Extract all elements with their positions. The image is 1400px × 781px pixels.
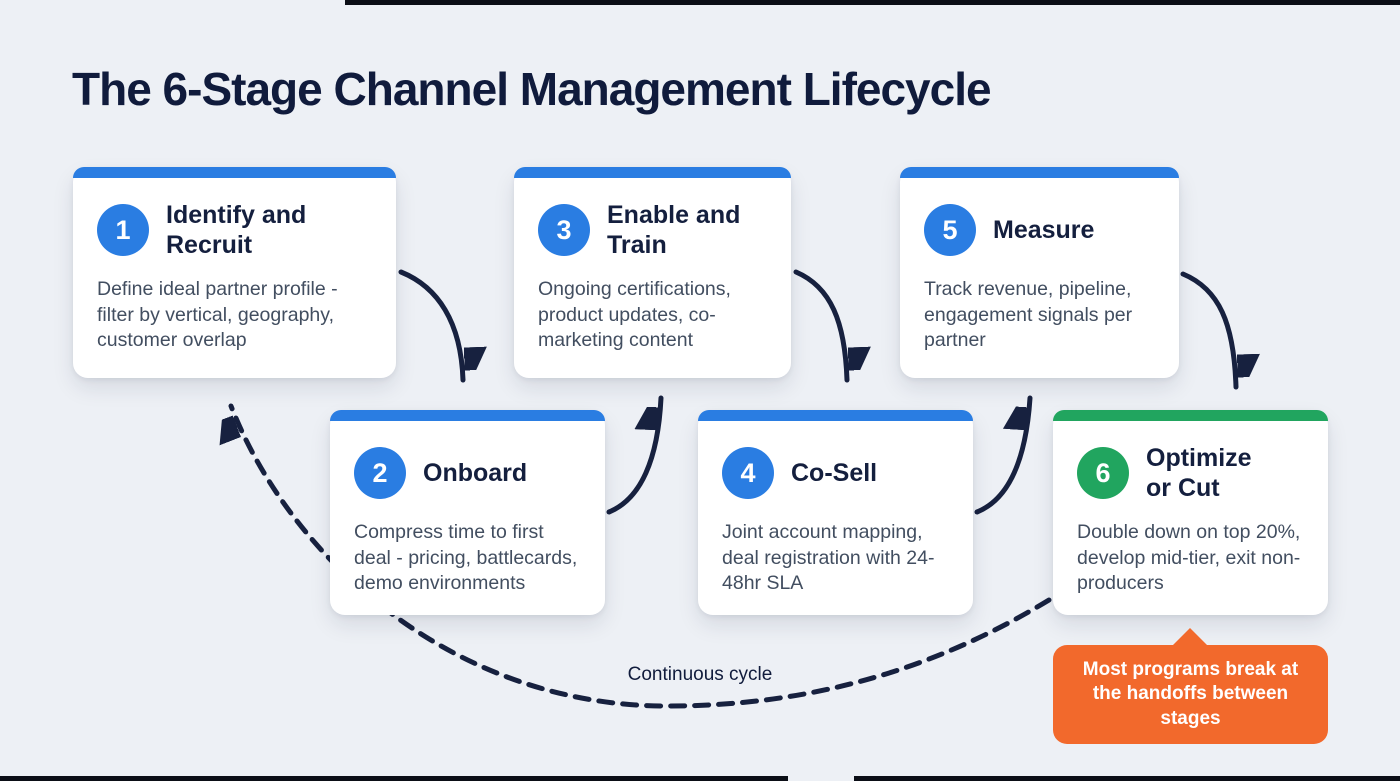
handoffs-callout: Most programs break at the handoffs betw… xyxy=(1053,645,1328,744)
bottom-left-edge-bar xyxy=(0,776,788,781)
card-accent-bar xyxy=(73,167,396,178)
stage-title: Identify and Recruit xyxy=(166,200,307,260)
stage-card-4: 4 Co-Sell Joint account mapping, deal re… xyxy=(698,410,973,615)
arrow-stage2-to-stage3 xyxy=(606,395,664,515)
arrow-stage5-to-stage6 xyxy=(1180,271,1236,390)
card-accent-bar xyxy=(1053,410,1328,421)
stage-number-badge: 5 xyxy=(924,204,976,256)
stage-description: Define ideal partner profile - filter by… xyxy=(97,278,338,352)
stage-card-1: 1 Identify and Recruit Define ideal part… xyxy=(73,167,396,378)
stage-description: Compress time to first deal - pricing, b… xyxy=(354,521,578,595)
stage-description: Double down on top 20%, develop mid-tier… xyxy=(1077,521,1301,595)
continuous-cycle-label: Continuous cycle xyxy=(627,664,773,685)
arrow-stage3-to-stage4 xyxy=(793,269,847,383)
stage-card-2: 2 Onboard Compress time to first deal - … xyxy=(330,410,605,615)
stage-title: Measure xyxy=(993,215,1095,244)
stage-title: Onboard xyxy=(423,458,528,487)
stage-number-badge: 6 xyxy=(1077,447,1129,499)
stage-description: Track revenue, pipeline, engagement sign… xyxy=(924,278,1133,352)
arrow-stage1-to-stage2 xyxy=(398,269,463,383)
card-accent-bar xyxy=(698,410,973,421)
stage-number-badge: 4 xyxy=(722,447,774,499)
stage-title: Optimize or Cut xyxy=(1146,443,1252,503)
stage-card-6: 6 Optimize or Cut Double down on top 20%… xyxy=(1053,410,1328,615)
callout-pointer-icon xyxy=(1172,628,1208,646)
stage-number-badge: 1 xyxy=(97,204,149,256)
stage-title: Enable and Train xyxy=(607,200,741,260)
card-accent-bar xyxy=(330,410,605,421)
page-title: The 6-Stage Channel Management Lifecycle xyxy=(72,63,992,115)
top-edge-bar xyxy=(345,0,1400,5)
stage-description: Ongoing certifications, product updates,… xyxy=(538,278,731,352)
arrow-stage4-to-stage5 xyxy=(974,395,1033,515)
card-accent-bar xyxy=(514,167,791,178)
bottom-right-edge-bar xyxy=(854,776,1400,781)
card-accent-bar xyxy=(900,167,1179,178)
stage-card-3: 3 Enable and Train Ongoing certification… xyxy=(514,167,791,378)
stage-number-badge: 3 xyxy=(538,204,590,256)
stage-number-badge: 2 xyxy=(354,447,406,499)
stage-description: Joint account mapping, deal registration… xyxy=(722,521,935,595)
stage-card-5: 5 Measure Track revenue, pipeline, engag… xyxy=(900,167,1179,378)
stage-title: Co-Sell xyxy=(791,458,878,487)
